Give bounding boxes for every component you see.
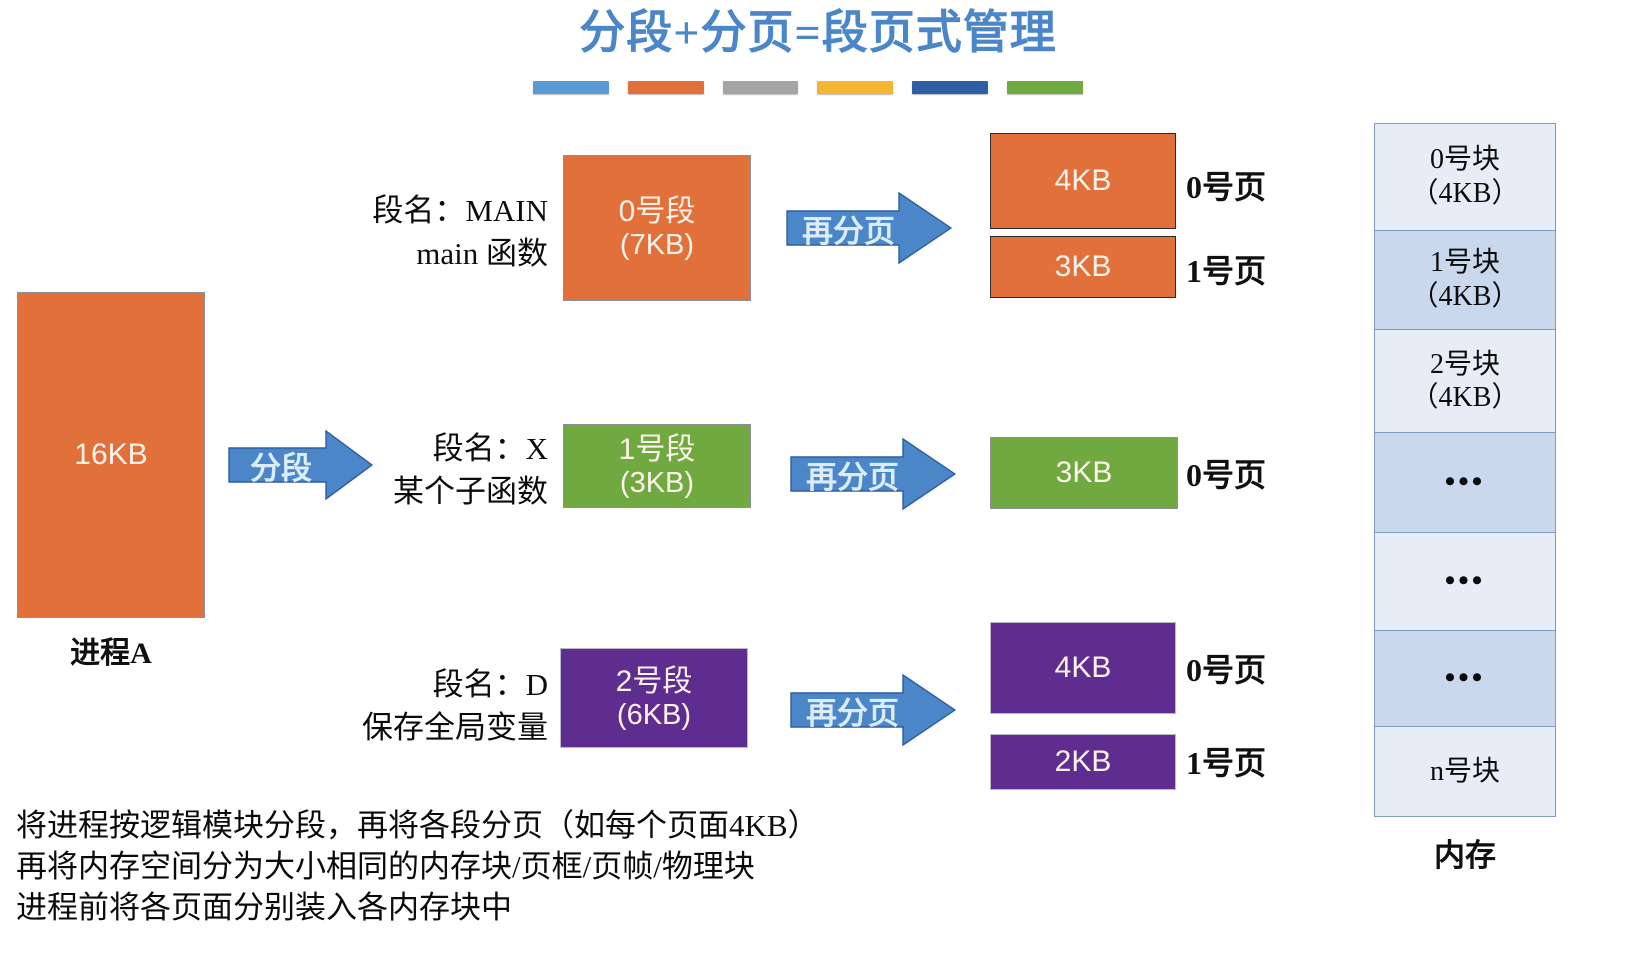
segment-2-page-0-label: 0号页 bbox=[1186, 652, 1267, 688]
memory-cell-1-title: 1号块 bbox=[1429, 247, 1500, 279]
segment-2-function: 保存全局变量 bbox=[362, 709, 548, 745]
segment-2-page-1-label: 1号页 bbox=[1186, 745, 1267, 781]
segment-2-box-size: (6KB) bbox=[616, 698, 692, 731]
bar-light-blue bbox=[533, 81, 609, 94]
process-a-caption: 进程A bbox=[70, 637, 152, 670]
segment-1-description: 段名：X 某个子函数 bbox=[320, 428, 548, 514]
segment-0-function: main 函数 bbox=[416, 235, 548, 271]
segment-2-page-1-size: 2KB bbox=[1054, 745, 1112, 779]
memory-cell-4-title: ••• bbox=[1444, 564, 1486, 598]
segment-1-page-0-box: 3KB bbox=[990, 437, 1178, 509]
segment-0-box-title: 0号段 bbox=[618, 194, 696, 228]
segment-0-page-0-label: 0号页 bbox=[1186, 169, 1267, 205]
bar-orange bbox=[627, 81, 704, 94]
segment-1-page-0-label: 0号页 bbox=[1186, 457, 1267, 493]
segment-2-page-0-box: 4KB bbox=[990, 622, 1176, 714]
segment-0-page-1-size: 3KB bbox=[1054, 250, 1112, 284]
segment-2-page-0-size: 4KB bbox=[1054, 651, 1112, 685]
footer-note-line-3: 进程前将各页面分别装入各内存块中 bbox=[16, 889, 512, 925]
arrow-right-icon bbox=[790, 673, 956, 747]
bar-gold bbox=[817, 81, 894, 94]
bar-green bbox=[1007, 81, 1083, 94]
bar-dark-blue bbox=[912, 81, 989, 94]
bar-gray bbox=[722, 81, 799, 94]
title-block: 分段+分页=段页式管理 bbox=[0, 4, 1636, 62]
segment-0-box-size: (7KB) bbox=[619, 228, 695, 261]
footer-note-line-2: 再将内存空间分为大小相同的内存块/页框/页帧/物理块 bbox=[16, 848, 755, 884]
segment-1-box-size: (3KB) bbox=[619, 466, 695, 499]
process-a-size: 16KB bbox=[74, 438, 148, 472]
repaginate-arrow-segment-2: 再分页 bbox=[790, 673, 956, 747]
footer-note-line-1: 将进程按逻辑模块分段，再将各段分页（如每个页面4KB） bbox=[16, 808, 819, 843]
segment-2-box: 2号段 (6KB) bbox=[560, 648, 748, 748]
memory-cell-1: 1号块（4KB） bbox=[1375, 230, 1555, 331]
memory-cell-0-title: 0号块 bbox=[1429, 144, 1500, 176]
repaginate-arrow-segment-1: 再分页 bbox=[790, 437, 956, 511]
segment-0-page-0-box: 4KB bbox=[990, 133, 1176, 229]
repaginate-arrow-label: 再分页 bbox=[802, 213, 895, 249]
memory-cell-6-title: n号块 bbox=[1429, 755, 1500, 787]
footer-notes: 将进程按逻辑模块分段，再将各段分页（如每个页面4KB） 再将内存空间分为大小相同… bbox=[16, 806, 976, 929]
segment-0-box: 0号段 (7KB) bbox=[563, 155, 751, 301]
memory-cell-2: 2号块（4KB） bbox=[1375, 330, 1555, 434]
segment-1-box-title: 1号段 bbox=[618, 432, 696, 466]
memory-caption: 内存 bbox=[1434, 838, 1496, 873]
segment-0-description: 段名：MAIN main 函数 bbox=[300, 190, 548, 276]
segment-1-page-0-size: 3KB bbox=[1055, 456, 1113, 490]
memory-cell-4: ••• bbox=[1375, 532, 1555, 631]
segment-0-page-1-label: 1号页 bbox=[1186, 253, 1267, 289]
arrow-right-icon bbox=[786, 191, 952, 265]
title-decoration-bars bbox=[533, 81, 1083, 94]
memory-cell-5: ••• bbox=[1375, 630, 1555, 728]
memory-block-column: 0号块（4KB）1号块（4KB）2号块（4KB）•••••••••n号块 bbox=[1374, 123, 1556, 817]
memory-cell-0: 0号块（4KB） bbox=[1375, 124, 1555, 231]
segment-1-name: 段名：X bbox=[432, 431, 548, 466]
repaginate-arrow-segment-0: 再分页 bbox=[786, 191, 952, 265]
memory-cell-1-size: （4KB） bbox=[1410, 281, 1520, 313]
page-title: 分段+分页=段页式管理 bbox=[579, 7, 1057, 58]
segment-0-name: 段名：MAIN bbox=[372, 193, 548, 228]
memory-cell-3-title: ••• bbox=[1444, 465, 1486, 499]
segment-0-page-0-size: 4KB bbox=[1054, 164, 1112, 198]
segment-1-box: 1号段 (3KB) bbox=[563, 424, 751, 508]
memory-cell-5-title: ••• bbox=[1444, 661, 1486, 695]
repaginate-arrow-label: 再分页 bbox=[806, 695, 899, 731]
segment-1-function: 某个子函数 bbox=[393, 473, 548, 509]
segmentation-arrow: 分段 bbox=[228, 429, 373, 501]
memory-cell-3: ••• bbox=[1375, 433, 1555, 533]
repaginate-arrow-label: 再分页 bbox=[806, 459, 899, 495]
arrow-right-icon bbox=[228, 429, 373, 501]
memory-cell-0-size: （4KB） bbox=[1410, 177, 1520, 209]
segment-2-page-1-box: 2KB bbox=[990, 734, 1176, 790]
segment-0-page-1-box: 3KB bbox=[990, 236, 1176, 298]
segment-2-name: 段名：D bbox=[432, 667, 548, 702]
segment-2-description: 段名：D 保存全局变量 bbox=[300, 664, 548, 750]
segment-2-box-title: 2号段 bbox=[615, 664, 693, 698]
arrow-right-icon bbox=[790, 437, 956, 511]
memory-cell-2-title: 2号块 bbox=[1429, 348, 1500, 380]
memory-cell-2-size: （4KB） bbox=[1410, 382, 1520, 414]
memory-cell-6: n号块 bbox=[1375, 727, 1555, 816]
segmentation-arrow-label: 分段 bbox=[250, 450, 312, 486]
process-a-block: 16KB bbox=[17, 292, 205, 618]
